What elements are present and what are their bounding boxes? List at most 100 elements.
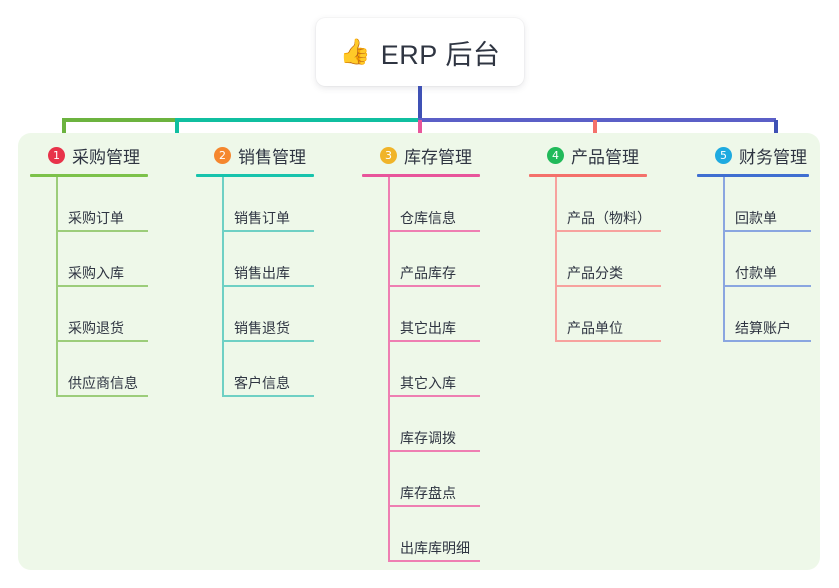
leaf-item-label: 库存调拨 xyxy=(400,430,456,446)
leaf-list-sales: 销售订单销售出库销售退货客户信息 xyxy=(196,177,314,397)
branch-badge-purchasing: 1 xyxy=(48,146,65,164)
stub-product xyxy=(593,120,597,142)
leaf-item-underline xyxy=(555,340,661,342)
branch-badge-finance: 5 xyxy=(715,146,732,164)
leaf-item-label: 销售订单 xyxy=(234,210,290,226)
bus-segment-green xyxy=(62,118,175,122)
leaf-item[interactable]: 其它入库 xyxy=(388,342,480,397)
thumbs-up-icon: 👍 xyxy=(339,37,371,66)
branch-header-sales[interactable]: 2 销售管理 xyxy=(196,142,314,168)
leaf-item[interactable]: 销售退货 xyxy=(222,287,314,342)
leaf-spine-purchasing xyxy=(56,177,58,397)
branch-underline-product xyxy=(529,174,647,177)
leaf-item-underline xyxy=(555,285,661,287)
leaf-item-underline xyxy=(388,505,480,507)
leaf-item-label: 仓库信息 xyxy=(400,210,456,226)
leaf-list-inventory: 仓库信息产品库存其它出库其它入库库存调拨库存盘点出库库明细 xyxy=(362,177,480,562)
stub-purchasing xyxy=(62,120,66,142)
root-node-label: ERP 后台 xyxy=(380,39,501,70)
branch-column-inventory: 3 库存管理仓库信息产品库存其它出库其它入库库存调拨库存盘点出库库明细 xyxy=(362,142,480,562)
leaf-item[interactable]: 库存盘点 xyxy=(388,452,480,507)
leaf-item[interactable]: 其它出库 xyxy=(388,287,480,342)
leaf-item-label: 采购入库 xyxy=(68,265,124,281)
branch-header-inventory[interactable]: 3 库存管理 xyxy=(362,142,480,168)
branch-header-product[interactable]: 4 产品管理 xyxy=(529,142,657,168)
leaf-list-product: 产品（物料） 产品分类产品单位 xyxy=(529,177,661,342)
branch-underline-finance xyxy=(697,174,809,177)
branch-title-inventory: 库存管理 xyxy=(404,147,472,167)
leaf-item-label: 销售退货 xyxy=(234,320,290,336)
stub-inventory xyxy=(418,120,422,142)
leaf-spine-sales xyxy=(222,177,224,397)
branch-badge-inventory: 3 xyxy=(380,146,397,164)
branch-header-finance[interactable]: 5 财务管理 xyxy=(697,142,809,168)
branch-title-finance: 财务管理 xyxy=(739,147,807,167)
leaf-item-label: 付款单 xyxy=(735,265,777,281)
leaf-item-label: 采购退货 xyxy=(68,320,124,336)
stub-sales xyxy=(175,120,179,142)
leaf-item-underline xyxy=(56,340,148,342)
leaf-item[interactable]: 供应商信息 xyxy=(56,342,148,397)
branch-column-finance: 5 财务管理回款单付款单结算账户 xyxy=(697,142,811,342)
leaf-item-underline xyxy=(56,395,148,397)
leaf-item[interactable]: 产品分类 xyxy=(555,232,661,287)
leaf-item[interactable]: 销售订单 xyxy=(222,177,314,232)
leaf-item-label: 销售出库 xyxy=(234,265,290,281)
leaf-item-underline xyxy=(723,285,811,287)
leaf-item-label: 产品单位 xyxy=(567,320,623,336)
leaf-item[interactable]: 付款单 xyxy=(723,232,811,287)
branch-column-product: 4 产品管理产品（物料） 产品分类产品单位 xyxy=(529,142,661,342)
leaf-item-underline xyxy=(222,285,314,287)
leaf-item[interactable]: 采购入库 xyxy=(56,232,148,287)
leaf-item-underline xyxy=(388,395,480,397)
leaf-item[interactable]: 仓库信息 xyxy=(388,177,480,232)
connector-trunk xyxy=(418,86,422,120)
leaf-item-label: 其它入库 xyxy=(400,375,456,391)
root-node-erp-backend[interactable]: 👍 ERP 后台 xyxy=(316,18,524,86)
branch-column-purchasing: 1 采购管理采购订单采购入库采购退货供应商信息 xyxy=(30,142,148,397)
leaf-item-underline xyxy=(388,560,480,562)
leaf-item-label: 其它出库 xyxy=(400,320,456,336)
leaf-item-label: 产品（物料） xyxy=(567,210,651,226)
leaf-item[interactable]: 客户信息 xyxy=(222,342,314,397)
branch-badge-product: 4 xyxy=(547,146,564,164)
branch-title-product: 产品管理 xyxy=(571,147,639,167)
leaf-item-label: 供应商信息 xyxy=(68,375,138,391)
bus-segment-teal xyxy=(175,118,418,122)
leaf-list-purchasing: 采购订单采购入库采购退货供应商信息 xyxy=(30,177,148,397)
leaf-item-label: 产品分类 xyxy=(567,265,623,281)
leaf-item-underline xyxy=(56,230,148,232)
leaf-item-underline xyxy=(388,340,480,342)
leaf-item-label: 库存盘点 xyxy=(400,485,456,501)
leaf-item-label: 回款单 xyxy=(735,210,777,226)
leaf-item-label: 采购订单 xyxy=(68,210,124,226)
bus-segment-blue xyxy=(418,118,776,122)
leaf-spine-inventory xyxy=(388,177,390,562)
leaf-item-underline xyxy=(222,230,314,232)
branch-header-purchasing[interactable]: 1 采购管理 xyxy=(30,142,148,168)
branch-badge-sales: 2 xyxy=(214,146,231,164)
leaf-item-underline xyxy=(222,340,314,342)
leaf-item-underline xyxy=(222,395,314,397)
branch-title-sales: 销售管理 xyxy=(238,147,306,167)
leaf-item-underline xyxy=(555,230,661,232)
leaf-item[interactable]: 产品（物料） xyxy=(555,177,661,232)
leaf-item-label: 出库库明细 xyxy=(400,540,470,556)
branch-title-purchasing: 采购管理 xyxy=(72,147,140,167)
leaf-item[interactable]: 销售出库 xyxy=(222,232,314,287)
leaf-item[interactable]: 采购退货 xyxy=(56,287,148,342)
leaf-item[interactable]: 出库库明细 xyxy=(388,507,480,562)
leaf-item[interactable]: 产品库存 xyxy=(388,232,480,287)
leaf-item[interactable]: 产品单位 xyxy=(555,287,661,342)
branch-underline-inventory xyxy=(362,174,480,177)
leaf-item[interactable]: 回款单 xyxy=(723,177,811,232)
branch-underline-purchasing xyxy=(30,174,148,177)
leaf-item[interactable]: 结算账户 xyxy=(723,287,811,342)
leaf-item-underline xyxy=(723,230,811,232)
leaf-item-underline xyxy=(56,285,148,287)
leaf-item[interactable]: 库存调拨 xyxy=(388,397,480,452)
branches-panel xyxy=(18,133,820,570)
branch-underline-sales xyxy=(196,174,314,177)
leaf-item[interactable]: 采购订单 xyxy=(56,177,148,232)
